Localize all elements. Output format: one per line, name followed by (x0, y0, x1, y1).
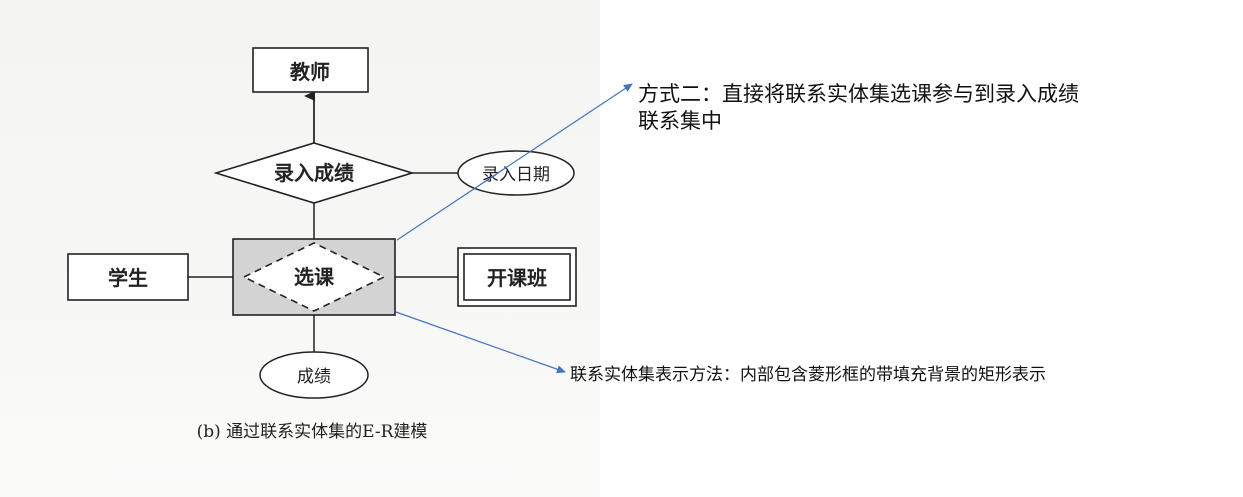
annotation-representation: 联系实体集表示方法：内部包含菱形框的带填充背景的矩形表示 (570, 365, 1046, 385)
attribute-enter-date-label: 录入日期 (482, 165, 550, 185)
relationship-enter-grade-label: 录入成绩 (274, 161, 354, 185)
attribute-enter-date-ellipse (457, 150, 575, 196)
entity-teacher-label: 教师 (290, 60, 330, 84)
annotation-arrow-representation (395, 311, 566, 374)
entity-student-box (67, 253, 189, 301)
attribute-grade-label: 成绩 (297, 367, 331, 387)
associative-entity-select-label: 选课 (294, 265, 335, 289)
entity-teacher-box (252, 47, 369, 93)
entity-course-class-label: 开课班 (487, 266, 547, 290)
annotation-arrow-method-two (396, 83, 633, 241)
relationship-enter-grade-diamond (213, 142, 415, 204)
annotation-method-two-line1: 方式二：直接将联系实体集选课参与到录入成绩 (638, 82, 1079, 106)
associative-entity-select-diamond (242, 242, 386, 312)
diagram-caption: (b) 通过联系实体集的E-R建模 (197, 422, 428, 442)
attribute-grade-ellipse (259, 351, 369, 399)
annotation-method-two-line2: 联系集中 (638, 109, 722, 133)
entity-course-class-inner-box (463, 253, 571, 301)
entity-student-label: 学生 (108, 266, 148, 290)
